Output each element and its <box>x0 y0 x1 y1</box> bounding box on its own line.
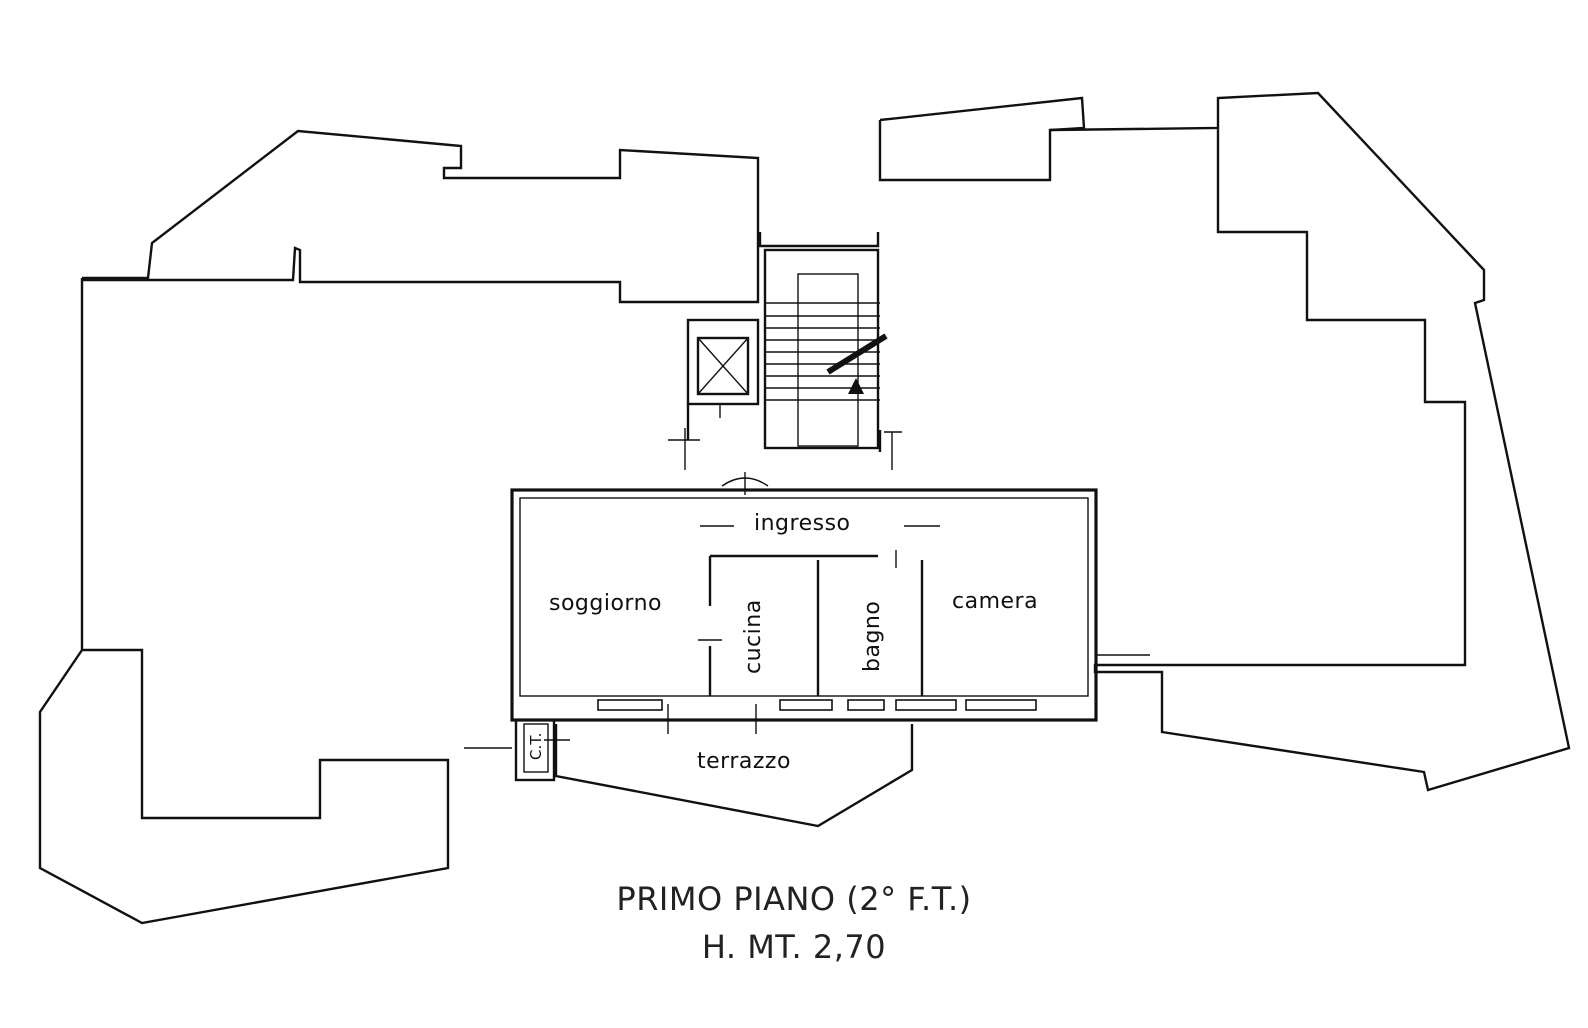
landing <box>668 404 902 495</box>
right-building-outline <box>878 91 1571 792</box>
room-label-soggiorno: soggiorno <box>549 591 662 616</box>
room-label-cucina: cucina <box>741 599 766 674</box>
room-label-bagno: bagno <box>860 601 885 672</box>
height-caption: H. MT. 2,70 <box>701 928 887 966</box>
stair-core <box>758 232 888 450</box>
room-label-ingresso: ingresso <box>754 511 851 536</box>
left-building-outline <box>38 129 760 925</box>
room-label-camera: camera <box>952 589 1038 614</box>
room-label-ct: C.T. <box>527 733 545 760</box>
ct-closet: C.T. <box>514 718 570 782</box>
room-label-terrazzo: terrazzo <box>697 749 791 774</box>
elevator-shaft <box>686 318 760 406</box>
terrace-outline <box>554 724 914 828</box>
floor-caption: PRIMO PIANO (2° F.T.) <box>616 880 972 918</box>
apartment-outline <box>464 488 1150 749</box>
